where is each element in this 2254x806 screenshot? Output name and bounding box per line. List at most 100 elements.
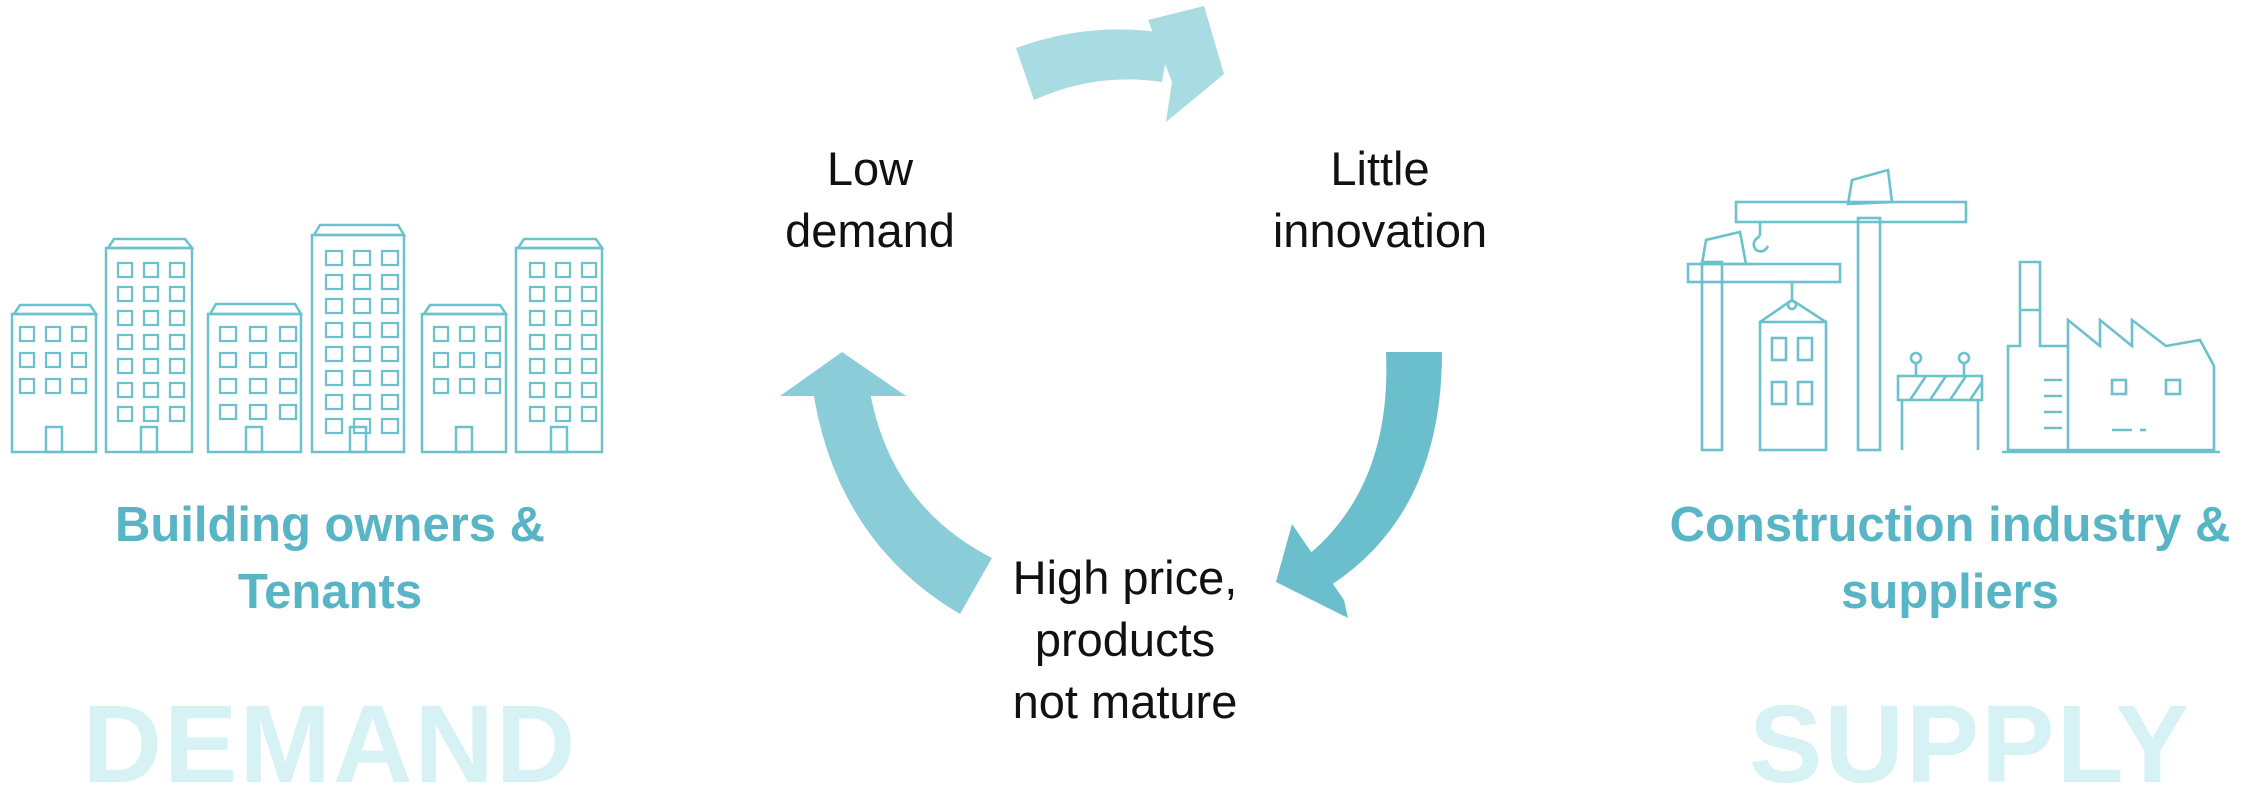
window-icon	[248, 377, 268, 395]
window-icon	[248, 351, 268, 369]
window-icon	[218, 403, 238, 421]
window-icon	[528, 381, 546, 399]
window-icon	[218, 325, 238, 343]
window-icon	[18, 377, 36, 395]
window-icon	[352, 417, 372, 435]
window-icon	[168, 333, 186, 351]
window-icon	[70, 377, 88, 395]
supply-title: Construction industry & suppliers	[1669, 498, 2231, 619]
window-icon	[168, 285, 186, 303]
window-icon	[324, 417, 344, 435]
window-icon	[324, 249, 344, 267]
window-icon	[458, 377, 476, 395]
label-high-price: High price, products not mature	[1012, 551, 1238, 728]
window-icon	[324, 369, 344, 387]
supply-watermark: SUPPLY	[1748, 683, 2191, 806]
label-little-innovation: Little innovation	[1272, 142, 1488, 257]
window-icon	[278, 325, 298, 343]
window-icon	[18, 325, 36, 343]
window-icon	[380, 321, 400, 339]
window-icon	[116, 405, 134, 423]
window-icon	[324, 273, 344, 291]
window-icon	[352, 297, 372, 315]
window-icon	[248, 325, 268, 343]
window-icon	[168, 309, 186, 327]
window-icon	[432, 351, 450, 369]
window-icon	[324, 345, 344, 363]
window-icon	[380, 297, 400, 315]
window-icon	[168, 357, 186, 375]
window-icon	[168, 381, 186, 399]
window-icon	[528, 405, 546, 423]
construction-site-icon	[1686, 168, 2220, 454]
window-icon	[380, 369, 400, 387]
window-icon	[278, 377, 298, 395]
window-icon	[580, 357, 598, 375]
window-icon	[248, 403, 268, 421]
window-icon	[380, 417, 400, 435]
window-icon	[116, 333, 134, 351]
window-icon	[484, 351, 502, 369]
window-icon	[580, 333, 598, 351]
window-icon	[44, 351, 62, 369]
window-icon	[380, 345, 400, 363]
window-icon	[528, 309, 546, 327]
demand-watermark: DEMAND	[82, 683, 578, 806]
window-icon	[352, 273, 372, 291]
window-icon	[116, 285, 134, 303]
window-icon	[142, 381, 160, 399]
window-icon	[352, 249, 372, 267]
window-icon	[142, 285, 160, 303]
window-icon	[168, 261, 186, 279]
demand-title: Building owners & Tenants	[114, 498, 546, 619]
window-icon	[554, 285, 572, 303]
window-icon	[352, 393, 372, 411]
window-icon	[218, 377, 238, 395]
window-icon	[142, 333, 160, 351]
window-icon	[352, 321, 372, 339]
window-icon	[324, 297, 344, 315]
window-icon	[554, 381, 572, 399]
window-icon	[528, 261, 546, 279]
buildings-icon	[10, 223, 605, 454]
window-icon	[218, 351, 238, 369]
window-icon	[18, 351, 36, 369]
window-icon	[70, 325, 88, 343]
window-icon	[142, 405, 160, 423]
window-icon	[278, 403, 298, 421]
window-icon	[380, 273, 400, 291]
window-icon	[116, 357, 134, 375]
window-icon	[44, 325, 62, 343]
window-icon	[484, 377, 502, 395]
window-icon	[168, 405, 186, 423]
window-icon	[142, 357, 160, 375]
window-icon	[116, 261, 134, 279]
window-icon	[484, 325, 502, 343]
window-icon	[554, 261, 572, 279]
window-icon	[116, 381, 134, 399]
window-icon	[44, 377, 62, 395]
window-icon	[142, 261, 160, 279]
window-icon	[324, 393, 344, 411]
window-icon	[142, 309, 160, 327]
window-icon	[580, 261, 598, 279]
window-icon	[580, 285, 598, 303]
window-icon	[116, 309, 134, 327]
window-icon	[554, 333, 572, 351]
window-icon	[580, 309, 598, 327]
window-icon	[580, 381, 598, 399]
window-icon	[528, 333, 546, 351]
window-icon	[554, 357, 572, 375]
window-icon	[554, 309, 572, 327]
window-icon	[458, 351, 476, 369]
window-icon	[580, 405, 598, 423]
window-icon	[352, 345, 372, 363]
label-low-demand: Low demand	[785, 142, 955, 257]
window-icon	[528, 357, 546, 375]
window-icon	[380, 393, 400, 411]
window-icon	[324, 321, 344, 339]
window-icon	[528, 285, 546, 303]
window-icon	[458, 325, 476, 343]
window-icon	[554, 405, 572, 423]
